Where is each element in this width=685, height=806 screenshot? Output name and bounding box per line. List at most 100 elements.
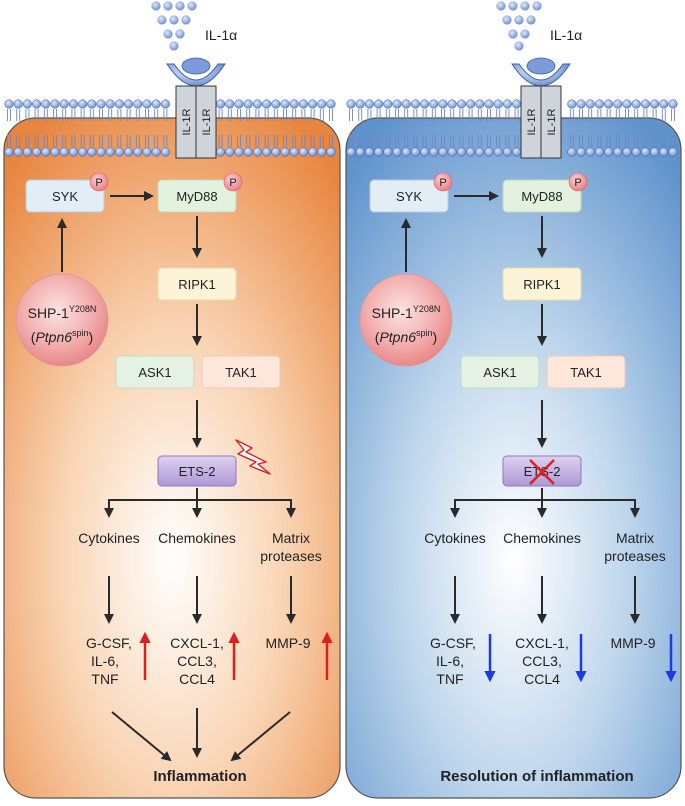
- membrane-left: [4, 99, 336, 157]
- ripk1-label-right: RIPK1: [523, 277, 561, 292]
- receptor-label-b-left: IL-1R: [201, 108, 213, 135]
- lipid-head: [160, 99, 170, 109]
- lipid-head: [262, 147, 272, 157]
- ligand-dot: [502, 15, 512, 25]
- lipid-tails: [329, 109, 333, 147]
- lipid-tails: [431, 109, 436, 147]
- lipid-head: [298, 147, 308, 157]
- lipid-head: [59, 99, 69, 109]
- lipid-head: [650, 147, 660, 157]
- receptor-label-a-left: IL-1R: [181, 108, 193, 135]
- tak1-box-left: [201, 355, 281, 389]
- ligand-dot: [496, 1, 506, 11]
- lipid-tails: [43, 109, 48, 147]
- converge-arrow-1-left: [111, 711, 172, 762]
- lipid-head: [594, 99, 604, 109]
- myd88-label-left: MyD88: [176, 189, 217, 204]
- cyto-3-right: TNF: [436, 671, 463, 687]
- lipid-tails: [154, 109, 159, 147]
- lipid-head: [262, 99, 272, 109]
- receptor-cup-left: [181, 57, 211, 75]
- ligand-dot: [532, 1, 542, 11]
- cyto-2-left: IL-6,: [91, 653, 119, 669]
- ask1-label-left: ASK1: [138, 365, 171, 380]
- ligand-label-right: IL-1α: [550, 27, 582, 43]
- lipid-head: [631, 99, 641, 109]
- lipid-head: [243, 99, 253, 109]
- lipid-head: [613, 99, 623, 109]
- receptor-label-a-right: IL-1R: [526, 108, 538, 135]
- tak1-label-left: TAK1: [225, 365, 257, 380]
- lipid-head: [32, 147, 42, 157]
- lipid-tails: [569, 109, 574, 147]
- lipid-tails: [126, 109, 131, 147]
- lipid-head: [383, 99, 393, 109]
- lipid-head: [567, 99, 577, 109]
- lipid-head: [650, 99, 660, 109]
- ligand-dot: [508, 29, 518, 39]
- lipid-tails: [367, 109, 372, 147]
- lipid-tails: [292, 109, 297, 147]
- chemo-2-right: CCL3,: [522, 653, 562, 669]
- myd88-phospho-left: [223, 172, 243, 192]
- lipid-head: [420, 147, 430, 157]
- lipid-head: [420, 99, 430, 109]
- myd88-label-right: MyD88: [521, 189, 562, 204]
- lipid-head: [576, 99, 586, 109]
- lipid-head: [594, 147, 604, 157]
- lipid-head: [151, 99, 161, 109]
- chemo-1-left: CXCL-1,: [170, 635, 224, 651]
- lipid-head: [326, 99, 336, 109]
- syk-box-right: [369, 179, 449, 213]
- lipid-tails: [145, 109, 149, 147]
- ligand-dots-right: [496, 1, 542, 51]
- ligand-dot: [181, 15, 191, 25]
- ligand-dot: [514, 41, 524, 51]
- chemokines-label-right: Chemokines: [503, 530, 581, 546]
- lipid-head: [466, 99, 476, 109]
- lipid-head: [576, 147, 586, 157]
- lipid-head: [355, 99, 365, 109]
- matrix-label-1-left: Matrix: [272, 530, 310, 546]
- lipid-head: [410, 99, 420, 109]
- lipid-tails: [34, 109, 39, 147]
- lipid-head: [668, 99, 678, 109]
- lipid-tails: [643, 109, 648, 147]
- cytokines-label-right: Cytokines: [424, 530, 485, 546]
- ask1-box-left: [115, 355, 195, 389]
- lipid-tails: [597, 109, 602, 147]
- tak1-label-right: TAK1: [570, 365, 602, 380]
- lipid-tails: [376, 109, 381, 147]
- cyto-1-right: G-CSF,: [430, 635, 476, 651]
- lipid-tails: [255, 109, 260, 147]
- lipid-head: [502, 147, 512, 157]
- lipid-tails: [579, 109, 583, 147]
- lipid-tails: [99, 109, 103, 147]
- lipid-head: [225, 147, 235, 157]
- lipid-head: [640, 147, 650, 157]
- ligand-dot: [175, 1, 185, 11]
- lipid-tails: [273, 109, 278, 147]
- lipid-head: [585, 147, 595, 157]
- lipid-head: [512, 147, 522, 157]
- lipid-head: [271, 147, 281, 157]
- lipid-head: [502, 99, 512, 109]
- lipid-tails: [218, 109, 223, 147]
- lipid-head: [96, 147, 106, 157]
- lipid-tails: [459, 109, 464, 147]
- syk-box-left: [25, 179, 105, 213]
- lipid-tails: [634, 109, 639, 147]
- lipid-tails: [358, 109, 363, 147]
- lipid-head: [216, 99, 226, 109]
- lipid-tails: [237, 109, 241, 147]
- chemo-3-left: CCL4: [179, 671, 215, 687]
- lipid-head: [87, 99, 97, 109]
- lipid-head: [4, 147, 14, 157]
- lipid-tails: [413, 109, 418, 147]
- shp1-label-left: SHP-1Y208N: [28, 304, 97, 321]
- lipid-head: [271, 99, 281, 109]
- lipid-head: [604, 147, 614, 157]
- lipid-head: [87, 147, 97, 157]
- lipid-head: [142, 147, 152, 157]
- syk-phospho-label-left: P: [95, 177, 102, 189]
